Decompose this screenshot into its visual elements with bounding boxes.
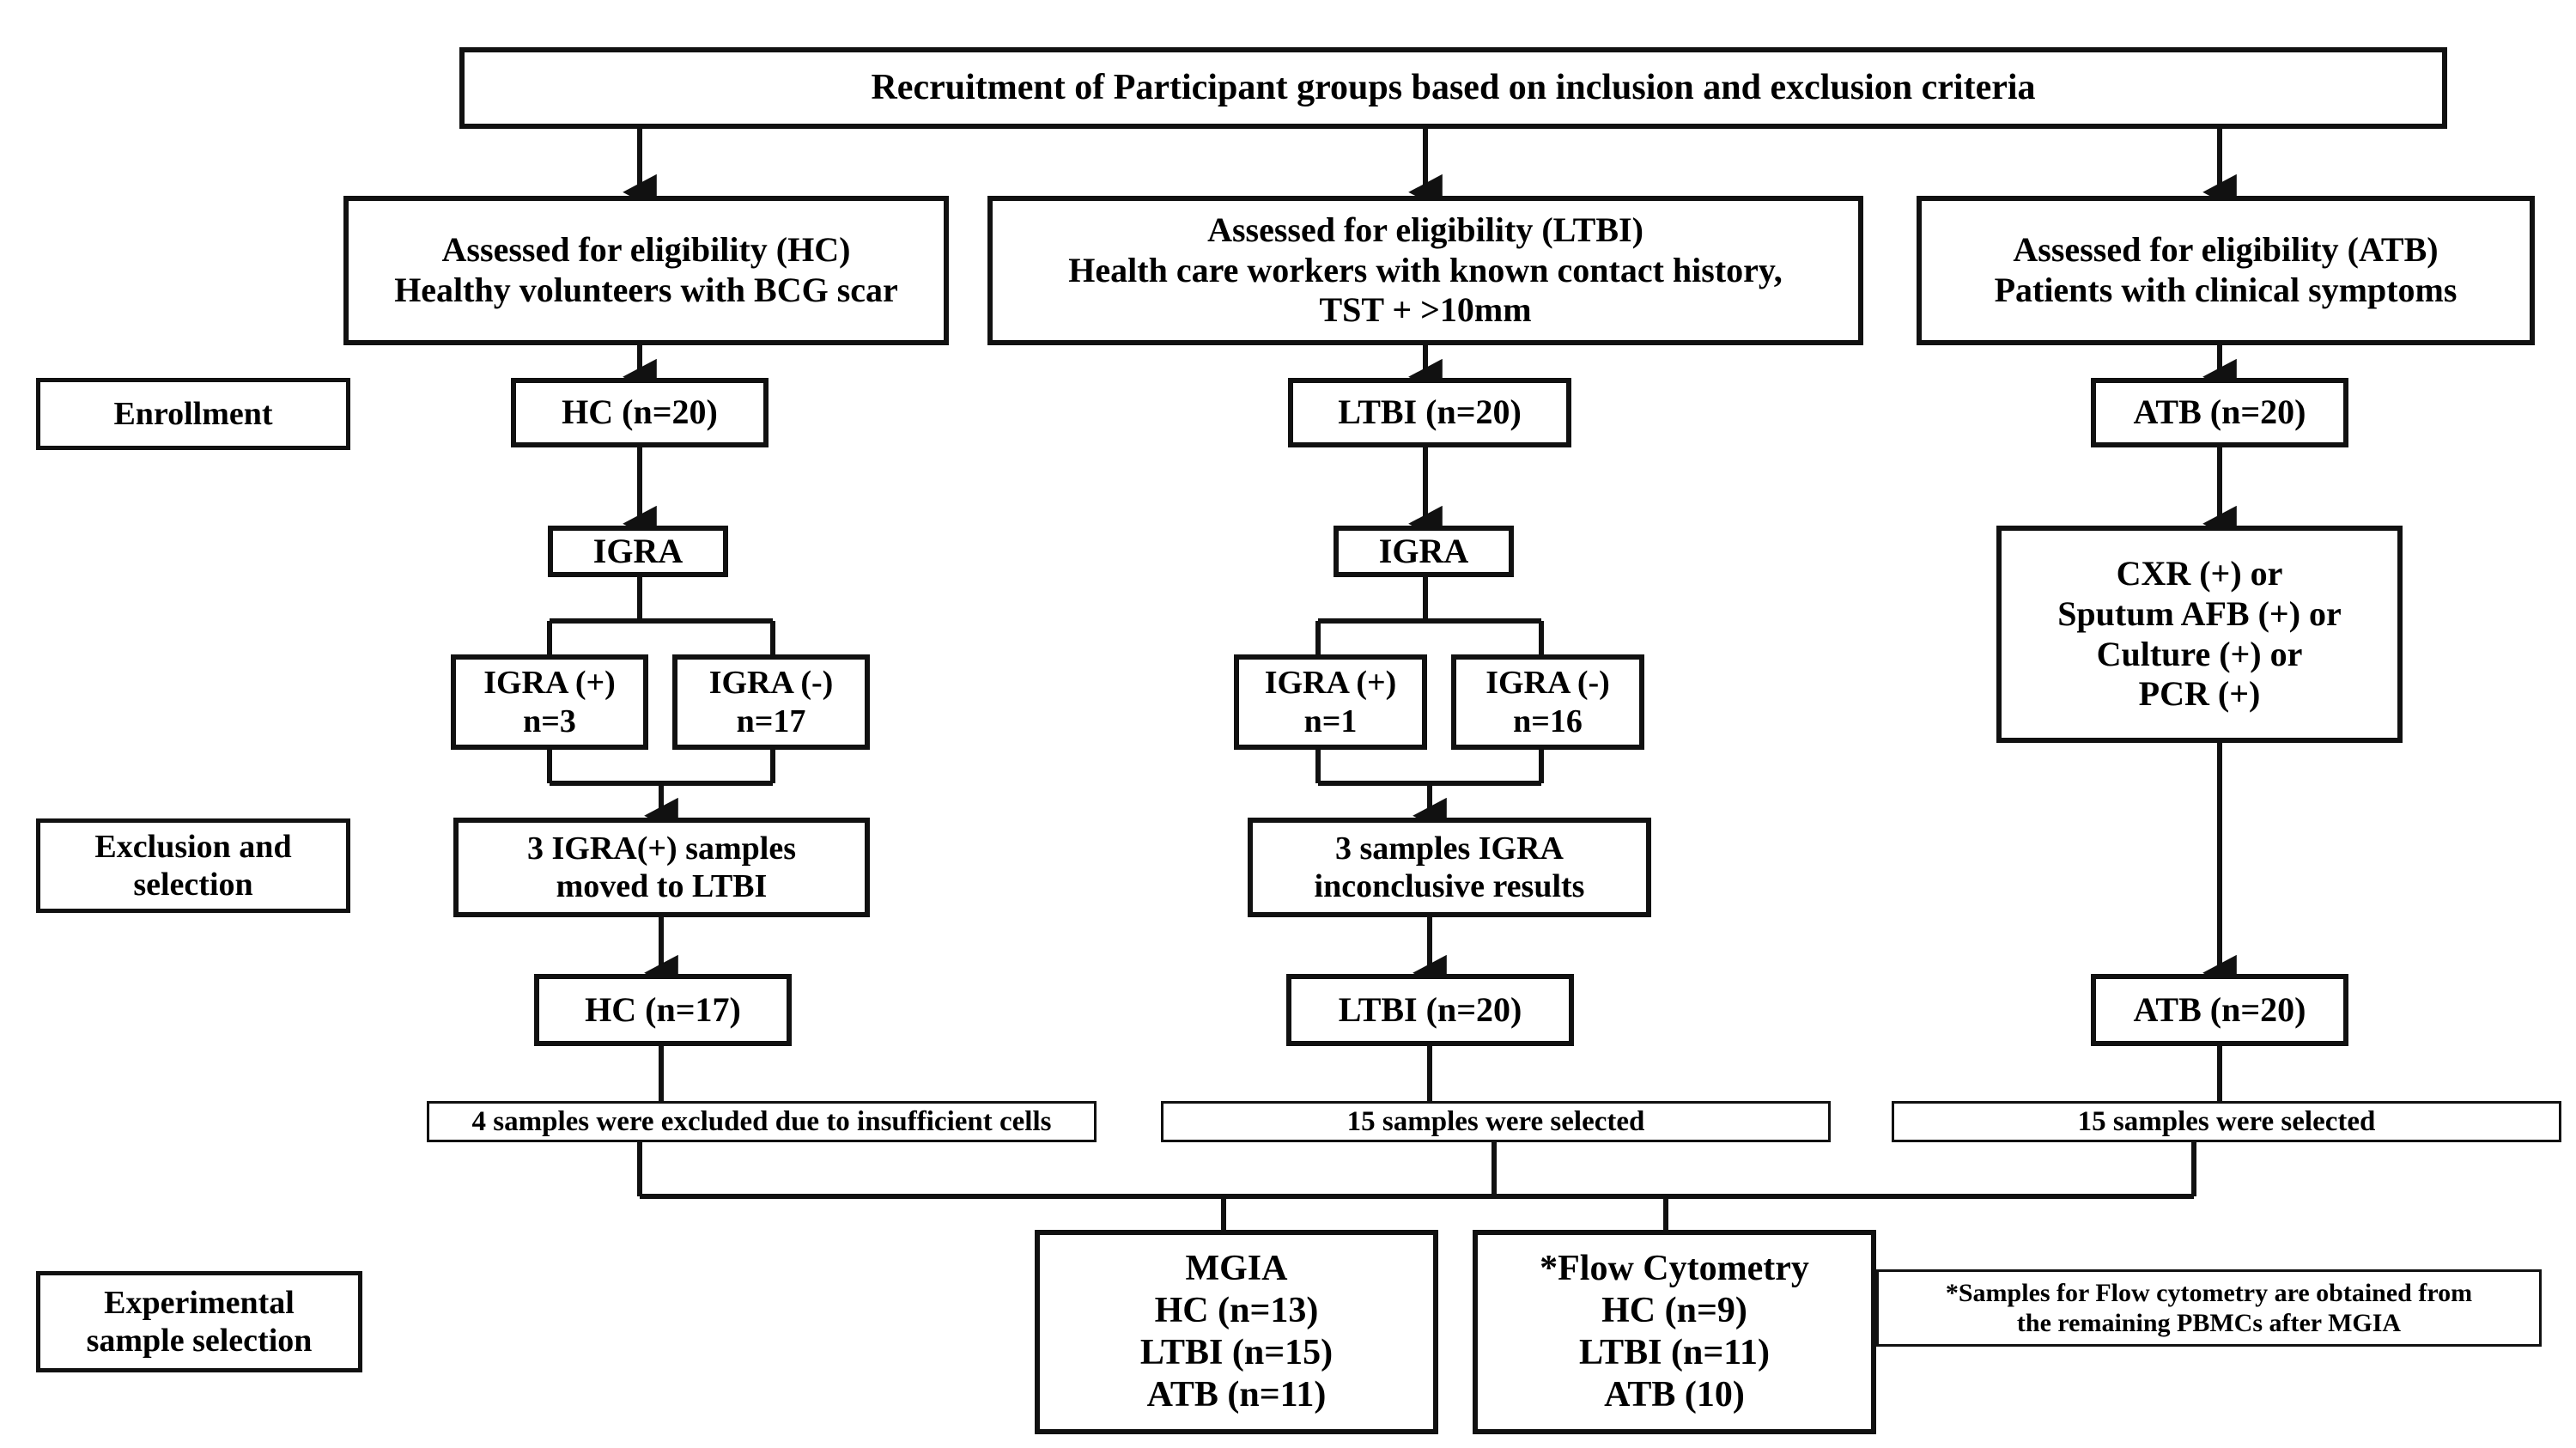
test-result-box-hc-igra-positive: IGRA (+) n=3 [451, 654, 648, 750]
selection-bar-ltbi: 15 samples were selected [1161, 1101, 1831, 1142]
test-result-box-hc-igra-negative: IGRA (-) n=17 [672, 654, 870, 750]
recruitment-box: Recruitment of Participant groups based … [459, 47, 2447, 129]
exclusion-box-ltbi: 3 samples IGRA inconclusive results [1248, 818, 1651, 917]
enrollment-box-ltbi: LTBI (n=20) [1288, 378, 1571, 447]
experiment-box-mgia: MGIA HC (n=13) LTBI (n=15) ATB (n=11) [1035, 1230, 1438, 1434]
enrollment-box-atb: ATB (n=20) [2091, 378, 2348, 447]
final-group-box-atb: ATB (n=20) [2091, 974, 2348, 1046]
selection-bar-hc: 4 samples were excluded due to insuffici… [427, 1101, 1097, 1142]
stage-label-enrollment: Enrollment [36, 378, 350, 450]
test-box-hc-igra: IGRA [548, 526, 728, 577]
stage-label-exclusion-selection: Exclusion and selection [36, 818, 350, 913]
test-box-ltbi-igra: IGRA [1334, 526, 1514, 577]
test-result-box-ltbi-igra-positive: IGRA (+) n=1 [1234, 654, 1427, 750]
eligibility-box-hc: Assessed for eligibility (HC) Healthy vo… [343, 196, 949, 345]
final-group-box-hc: HC (n=17) [534, 974, 792, 1046]
criteria-box-atb: CXR (+) or Sputum AFB (+) or Culture (+)… [1996, 526, 2403, 743]
final-group-box-ltbi: LTBI (n=20) [1286, 974, 1574, 1046]
eligibility-box-ltbi: Assessed for eligibility (LTBI) Health c… [987, 196, 1863, 345]
footnote-box-flow-cytometry: *Samples for Flow cytometry are obtained… [1876, 1269, 2542, 1347]
stage-label-experimental-sample-selection: Experimental sample selection [36, 1271, 362, 1372]
enrollment-box-hc: HC (n=20) [511, 378, 769, 447]
exclusion-box-hc: 3 IGRA(+) samples moved to LTBI [453, 818, 870, 917]
eligibility-box-atb: Assessed for eligibility (ATB) Patients … [1917, 196, 2535, 345]
selection-bar-atb: 15 samples were selected [1892, 1101, 2561, 1142]
experiment-box-flow-cytometry: *Flow Cytometry HC (n=9) LTBI (n=11) ATB… [1473, 1230, 1876, 1434]
test-result-box-ltbi-igra-negative: IGRA (-) n=16 [1451, 654, 1644, 750]
